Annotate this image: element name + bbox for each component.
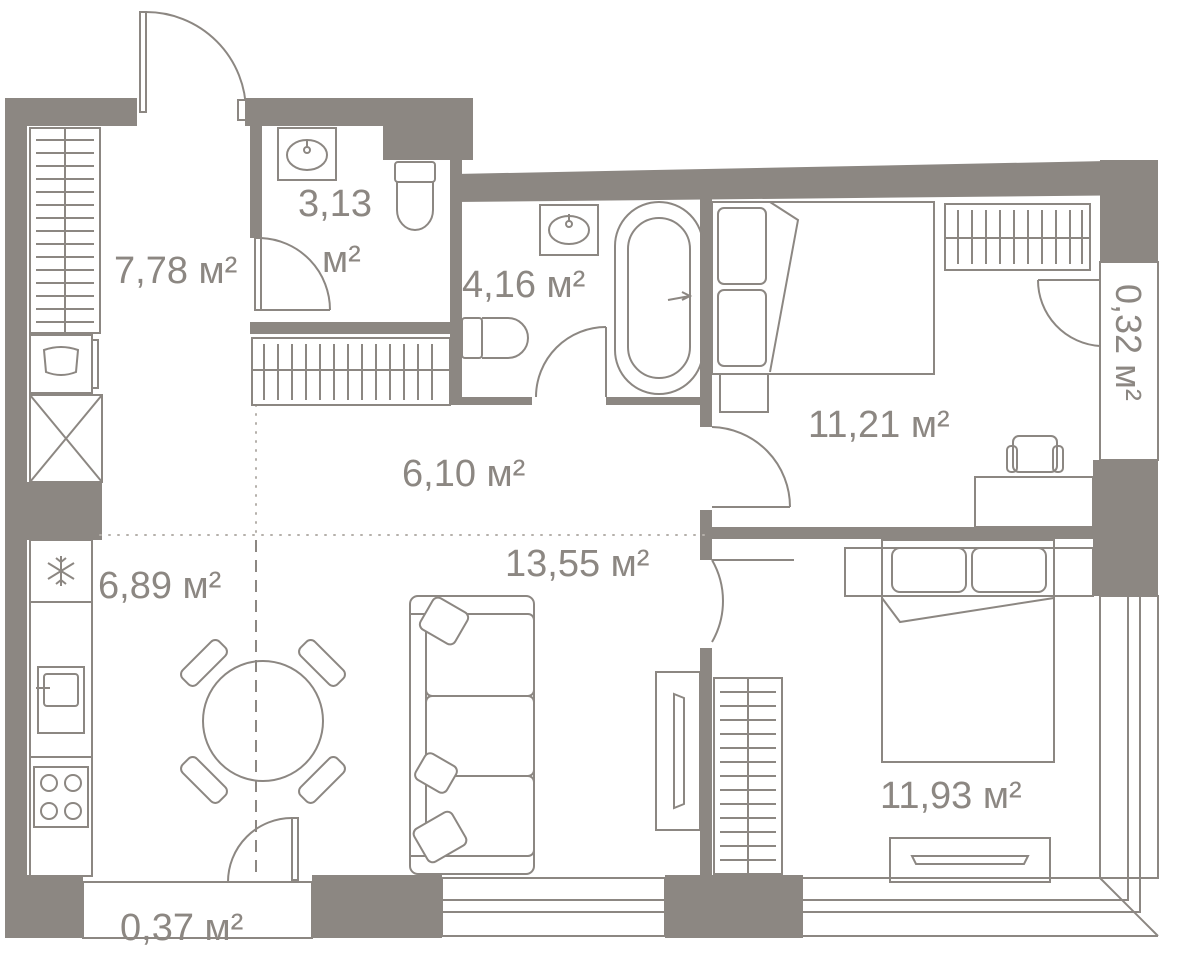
area-labels: 7,78 м² 3,13 м² 4,16 м² 11,21 м² 0,32 м²… — [98, 183, 1149, 949]
zone-dividers — [99, 404, 706, 880]
corridor-wardrobe-icon — [251, 337, 451, 406]
large-bedroom-wardrobe-icon — [713, 677, 783, 875]
area-label-bath: 4,16 м² — [462, 264, 585, 306]
shaft-icon — [29, 394, 103, 483]
furniture — [29, 127, 1094, 883]
area-label-bedroom-small: 11,21 м² — [808, 404, 950, 446]
area-label-living: 13,55 м² — [505, 543, 649, 585]
area-label-corridor: 6,10 м² — [402, 453, 525, 495]
area-label-wc: 3,13 — [298, 183, 372, 225]
chair-icon — [974, 435, 1094, 528]
toilet-icon — [394, 161, 436, 231]
wc-door-swing-icon[interactable] — [254, 237, 332, 311]
bath-door-swing-icon[interactable] — [535, 326, 607, 398]
bathtub-icon — [614, 201, 704, 395]
doors — [139, 11, 1101, 883]
area-label-loggia-right: 0,32 м² — [1108, 284, 1149, 401]
washer-icon — [29, 334, 99, 394]
wardrobe-icon — [29, 127, 101, 334]
bath-sink-icon — [539, 204, 599, 256]
kitchen-counter — [29, 539, 93, 877]
sofa-icon — [409, 595, 535, 875]
snowflake-icon — [47, 556, 75, 586]
bath-toilet-icon — [461, 317, 529, 359]
tv-icon — [889, 837, 1051, 883]
area-label-hall: 7,78 м² — [114, 250, 237, 292]
area-label-kitchen: 6,89 м² — [98, 565, 221, 607]
entrance-door-swing-icon[interactable] — [139, 11, 247, 121]
bed-icon — [711, 201, 935, 413]
kitchen-sink-icon — [36, 666, 85, 734]
bedroom-wardrobe-icon — [944, 203, 1091, 271]
loggia-door-swing-icon[interactable] — [1036, 279, 1101, 347]
sink-icon — [277, 127, 337, 181]
balcony-door-swing-icon[interactable] — [227, 817, 299, 883]
large-bed-icon — [844, 539, 1094, 763]
area-label-wc-unit: м² — [322, 239, 361, 281]
bedroom-door-swing-icon[interactable] — [711, 426, 791, 508]
area-label-balcony: 0,37 м² — [120, 907, 243, 949]
large-bedroom-door-swing-icon[interactable] — [711, 559, 794, 643]
tv-stand-icon — [655, 671, 701, 831]
area-label-bedroom-large: 11,93 м² — [880, 775, 1022, 817]
dining-table-icon — [180, 639, 346, 804]
cooktop-icon — [33, 766, 89, 828]
windows — [82, 261, 1159, 939]
